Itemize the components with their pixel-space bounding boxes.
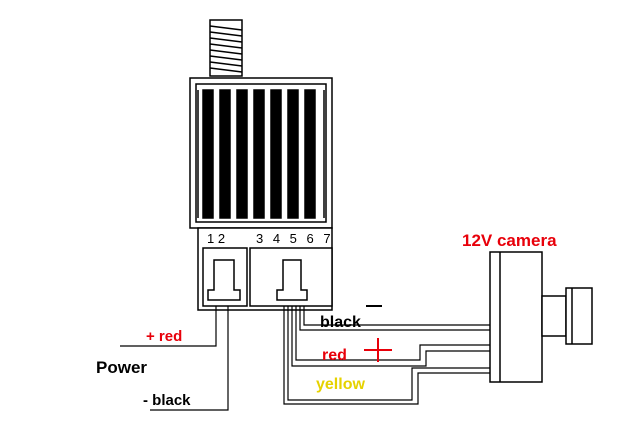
wire-cam-yellow [283,306,490,405]
wire-cam-red [291,306,490,367]
label-cam-black: black [320,314,361,331]
label-power: Power [96,358,147,377]
wire-plus-red [120,306,217,347]
antenna-connector [209,19,243,77]
label-plus-red: + red [146,328,182,345]
connector-block [197,227,333,311]
wire-minus-black [150,306,229,411]
wire-cam-black [299,306,490,331]
label-minus-black: - black [143,392,191,409]
label-cam-yellow: yellow [316,376,365,393]
pin-labels-power: 1 2 [207,231,225,246]
camera-title: 12V camera [462,231,557,250]
label-cam-red: red [322,347,347,364]
camera [489,251,593,383]
pin-labels-signal: 3 4 5 6 7 [256,231,334,246]
plus-mark [364,338,392,362]
transmitter-module [189,77,333,229]
